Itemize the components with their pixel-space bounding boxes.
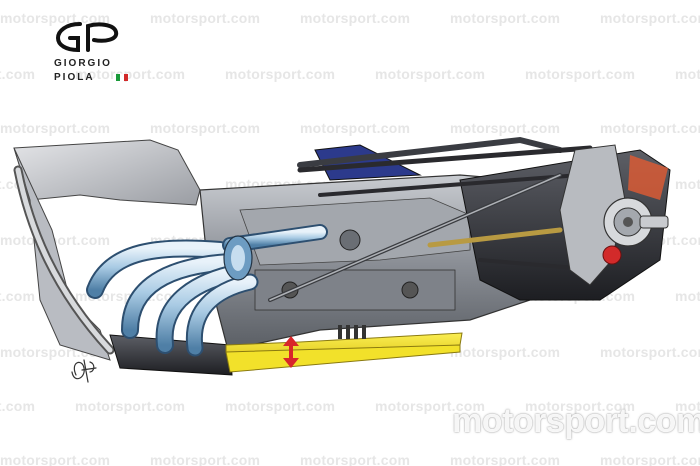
flag-stripe-green — [116, 74, 120, 81]
exhaust-collector-shape — [223, 235, 253, 281]
artist-signature-mark — [71, 359, 97, 383]
logo-name-first: GIORGIO — [54, 58, 112, 69]
highlighted-plank-shape — [225, 332, 463, 373]
side-tube-shape — [13, 165, 115, 355]
connector-cluster-shape — [338, 325, 366, 339]
flag-stripe-red — [124, 74, 128, 81]
italian-flag-icon — [116, 74, 128, 81]
height-arrow-shape — [283, 336, 299, 368]
wheel-hub-shape — [559, 144, 669, 286]
logo-name-last: PIOLA — [54, 72, 95, 83]
flag-stripe-white — [120, 74, 124, 81]
motorsport-watermark: motorsport.com — [452, 402, 700, 440]
giorgio-piola-logo: GIORGIO PIOLA — [48, 20, 138, 84]
engine-cover-shape — [13, 139, 201, 361]
logo-mark-icon — [55, 22, 119, 53]
